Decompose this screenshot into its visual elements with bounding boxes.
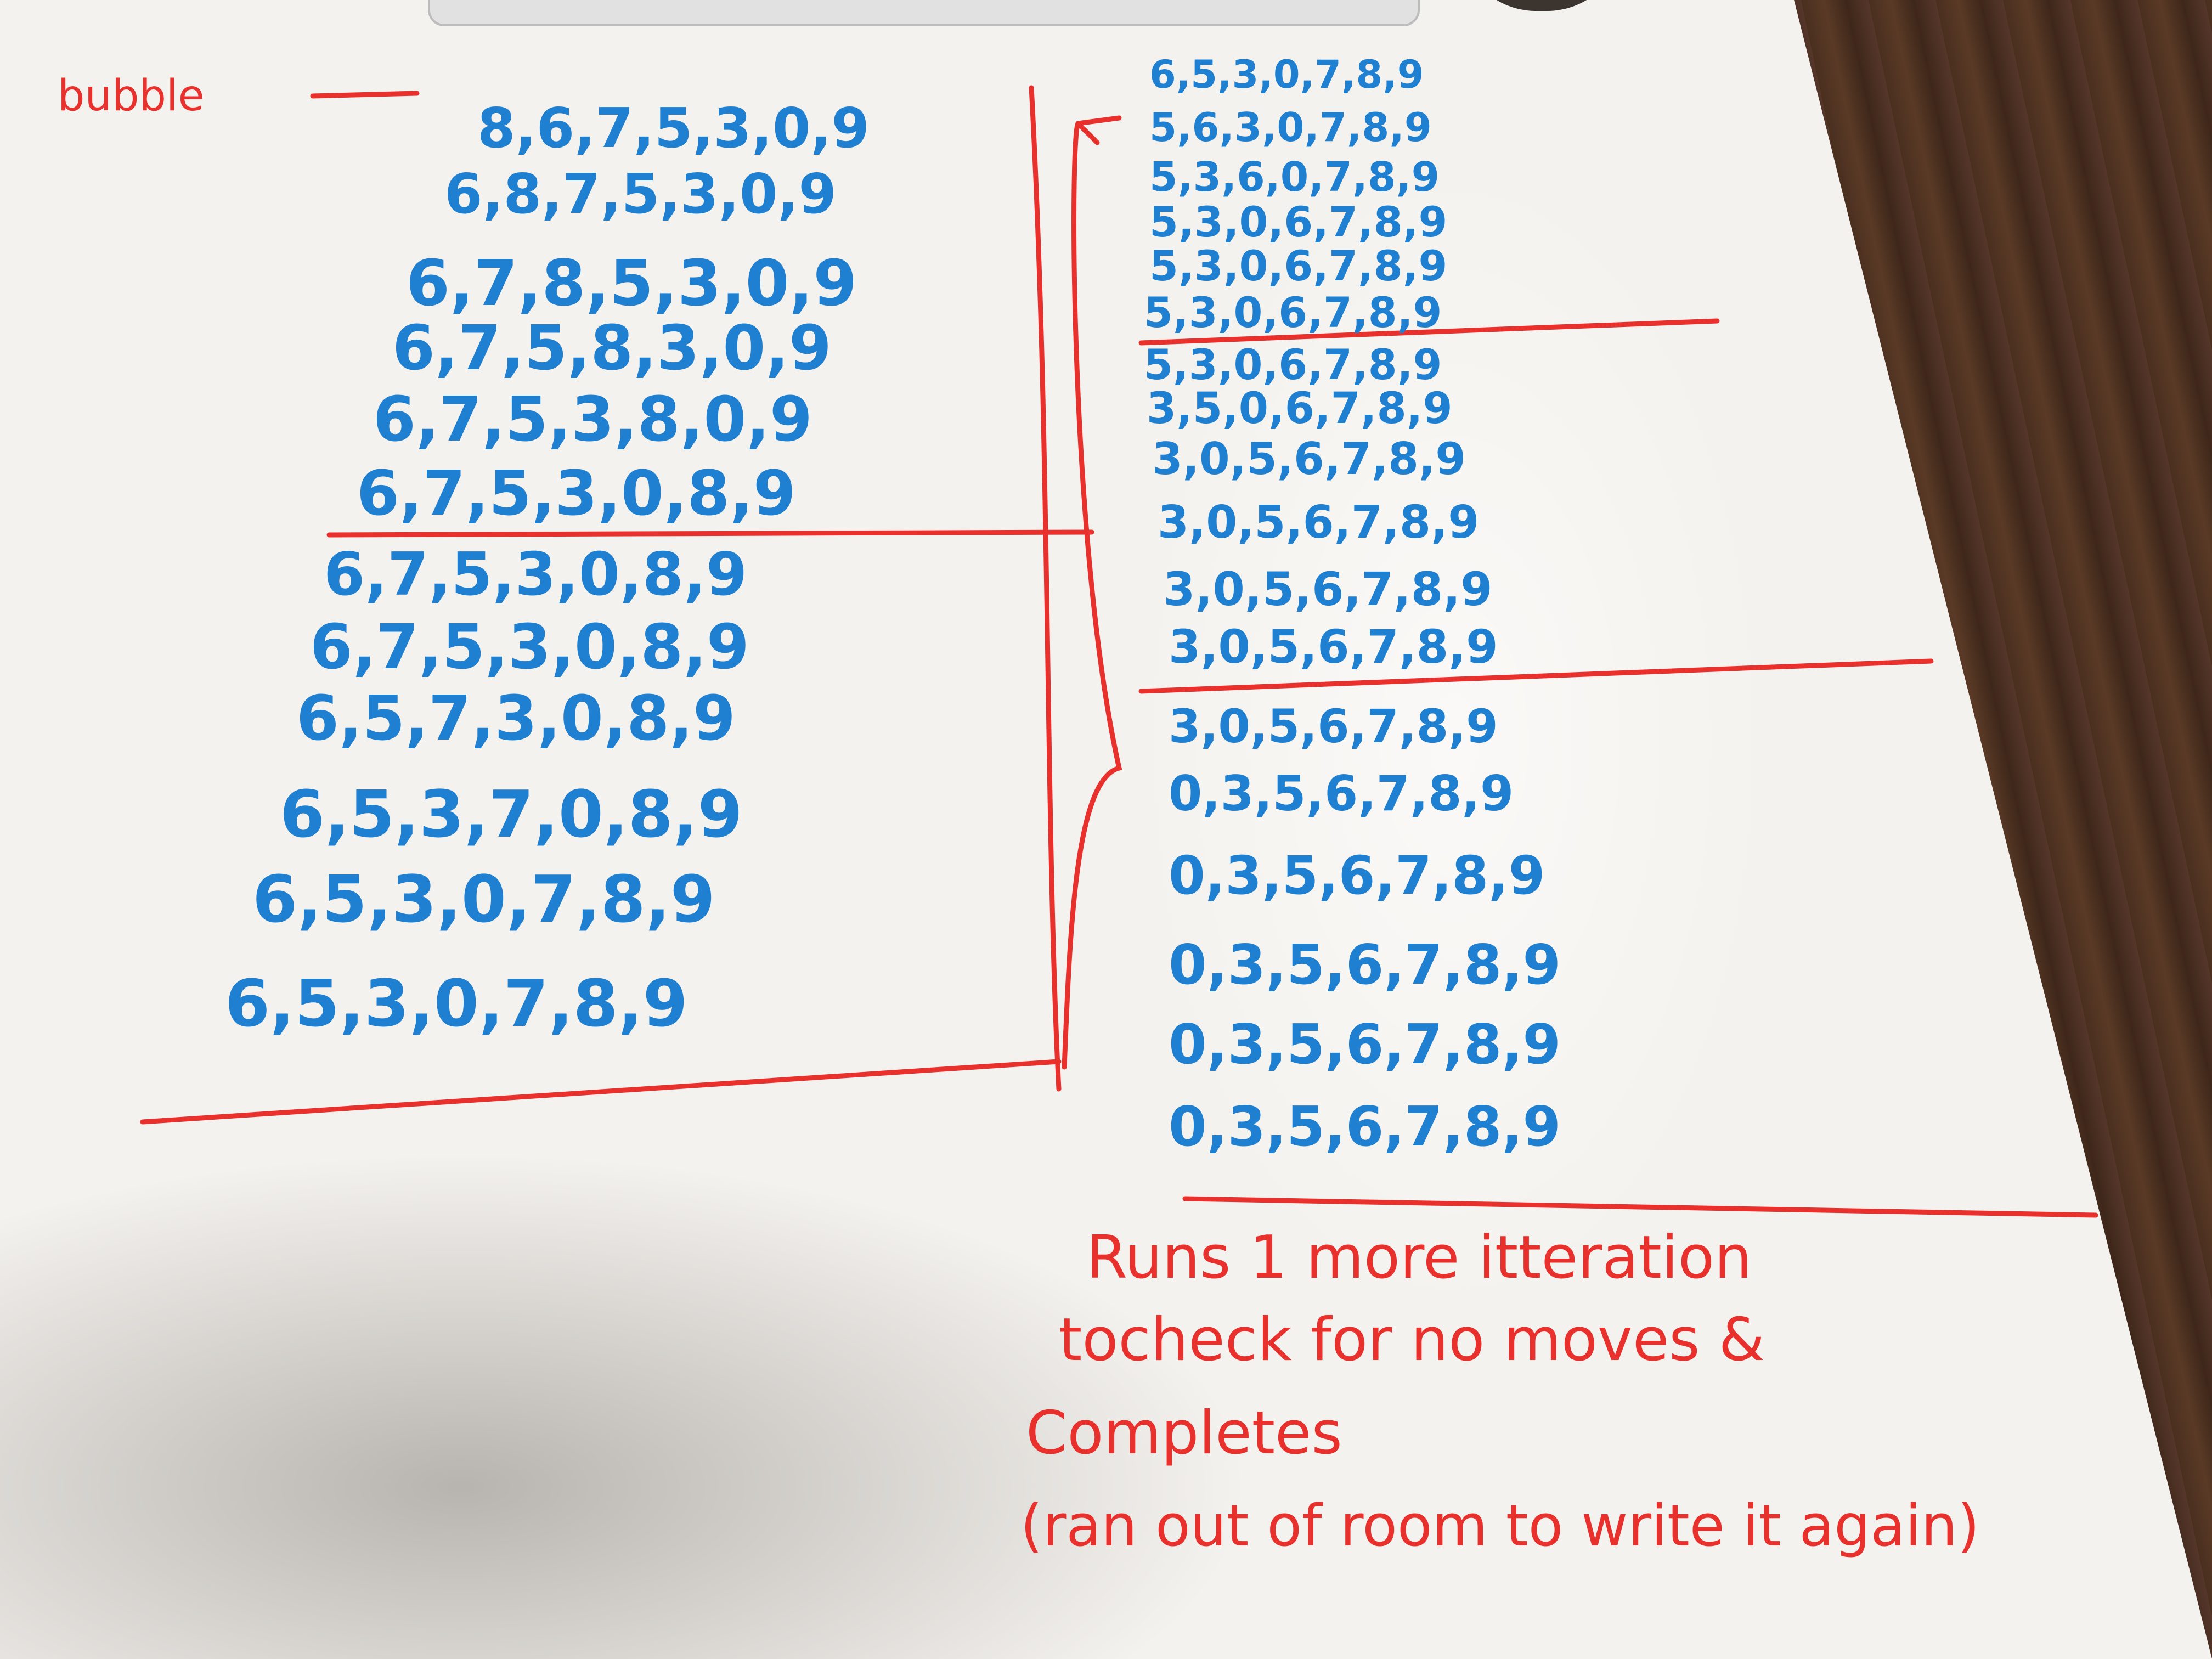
list-item: 3,0,5,6,7,8,9: [1169, 699, 1498, 753]
laptop-edge: [428, 0, 1420, 26]
list-item: 5,3,0,6,7,8,9: [1144, 288, 1442, 337]
hand-shadow: [0, 1125, 1317, 1659]
list-item: 6,7,8,5,3,0,9: [406, 247, 857, 320]
list-item: 3,0,5,6,7,8,9: [1158, 496, 1480, 549]
list-item: 6,8,7,5,3,0,9: [444, 162, 837, 226]
arrow-head: [1075, 115, 1122, 145]
list-item: 6,5,3,0,7,8,9: [252, 861, 715, 937]
list-item: 3,0,5,6,7,8,9: [1169, 620, 1498, 674]
list-item: 5,6,3,0,7,8,9: [1149, 104, 1432, 150]
list-item: 6,5,7,3,0,8,9: [296, 683, 736, 754]
right-divider-3: [1182, 1196, 2098, 1218]
list-item: 5,3,0,6,7,8,9: [1144, 340, 1442, 389]
list-item: 3,0,5,6,7,8,9: [1163, 562, 1493, 616]
left-vertical-line: [1029, 85, 1062, 1092]
list-item: 3,5,0,6,7,8,9: [1147, 384, 1453, 433]
list-item: 0,3,5,6,7,8,9: [1169, 1012, 1561, 1076]
list-item: 6,7,5,3,8,0,9: [373, 384, 812, 455]
label-bubble: bubble: [58, 71, 205, 121]
list-item: 3,0,5,6,7,8,9: [1152, 433, 1466, 484]
list-item: 8,6,7,5,3,0,9: [477, 96, 870, 160]
note-line-1: Runs 1 more itteration: [1086, 1223, 1752, 1292]
list-item: 6,7,5,3,0,8,9: [357, 458, 796, 529]
list-item: 6,5,3,0,7,8,9: [1149, 52, 1424, 97]
list-item: 6,7,5,3,0,8,9: [310, 612, 749, 683]
note-line-3: Completes: [1026, 1399, 1342, 1468]
left-divider-1: [326, 529, 1094, 538]
list-item: 0,3,5,6,7,8,9: [1169, 1094, 1561, 1159]
left-bottom-line: [140, 1059, 1062, 1125]
list-item: 6,5,3,7,0,8,9: [280, 776, 743, 852]
list-item: 6,7,5,3,0,8,9: [324, 540, 748, 609]
note-line-4: (ran out of room to write it again): [1020, 1492, 1980, 1559]
list-item: 0,3,5,6,7,8,9: [1169, 765, 1514, 822]
list-item: 0,3,5,6,7,8,9: [1169, 845, 1545, 906]
note-line-2: tocheck for no moves &: [1059, 1306, 1765, 1374]
list-item: 0,3,5,6,7,8,9: [1169, 933, 1561, 997]
right-divider-2: [1138, 658, 1934, 694]
bubble-dash: [310, 91, 420, 99]
list-item: 6,7,5,8,3,0,9: [392, 313, 832, 384]
brace: [1062, 121, 1122, 1070]
list-item: 5,3,0,6,7,8,9: [1149, 241, 1448, 290]
right-divider-1: [1138, 318, 1720, 346]
list-item: 5,3,0,6,7,8,9: [1149, 198, 1448, 246]
list-item: 5,3,6,0,7,8,9: [1149, 154, 1440, 201]
list-item: 6,5,3,0,7,8,9: [225, 966, 688, 1041]
